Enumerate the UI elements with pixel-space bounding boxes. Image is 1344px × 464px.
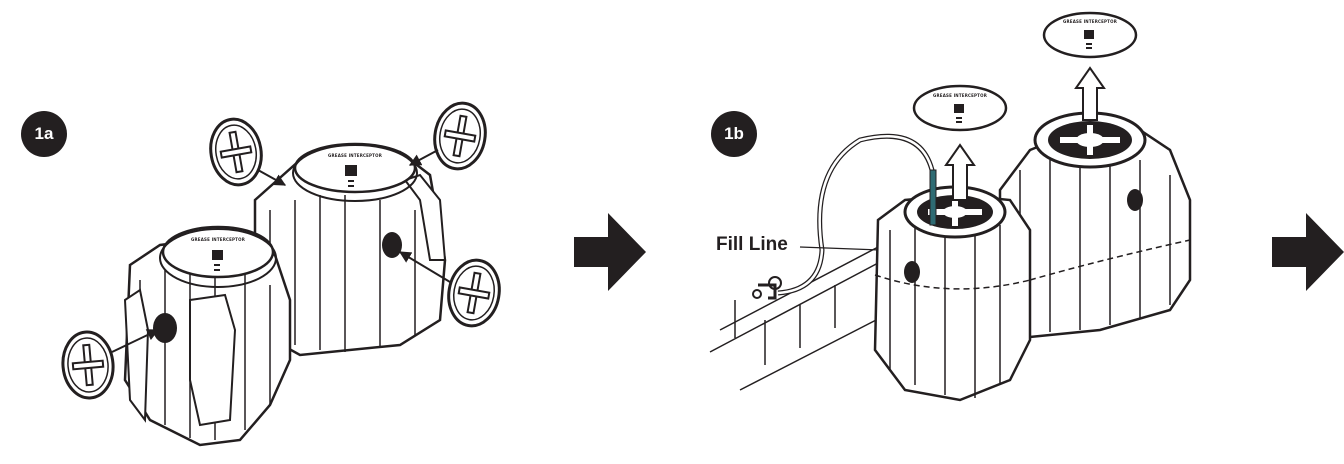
cross-plug-icon	[204, 113, 268, 191]
lid-front-text: GREASE INTERCEPTOR	[191, 237, 245, 242]
panel-1a: GREASE INTERCEPTOR GREASE INTERCEPTOR	[58, 97, 506, 447]
riser-front-open	[903, 169, 1007, 239]
lid-lifted-rear: GREASE INTERCEPTOR	[1042, 11, 1138, 59]
fill-line-label: Fill Line	[716, 234, 788, 255]
insert-arrows	[111, 149, 451, 353]
fill-line-leader	[799, 246, 881, 251]
step-badge-1a: 1a	[21, 111, 67, 157]
tank-front-body	[123, 232, 402, 447]
lid-lifted-rear-text: GREASE INTERCEPTOR	[1063, 19, 1117, 24]
panel-1b: GREASE INTERCEPTOR GREASE INTERCEPTOR	[709, 11, 1192, 402]
lid-lifted-front-text: GREASE INTERCEPTOR	[933, 93, 987, 98]
faucet-icon	[752, 276, 782, 300]
wall	[709, 245, 881, 391]
step-badge-1b: 1b	[711, 111, 757, 157]
right-arrow-icon	[1272, 213, 1344, 291]
riser-rear-open	[1033, 111, 1147, 169]
lid-lifted-front: GREASE INTERCEPTOR	[912, 84, 1008, 132]
up-arrow-icon	[944, 143, 976, 201]
cross-plug-icon	[58, 328, 118, 402]
right-arrow-icon	[574, 213, 646, 291]
lid-front: GREASE INTERCEPTOR	[159, 225, 277, 288]
lid-rear: GREASE INTERCEPTOR	[292, 142, 418, 202]
lid-rear-text: GREASE INTERCEPTOR	[328, 153, 382, 158]
cross-plug-icon	[428, 97, 492, 175]
up-arrow-icon	[1074, 66, 1106, 121]
cross-plug-icon	[442, 254, 506, 332]
